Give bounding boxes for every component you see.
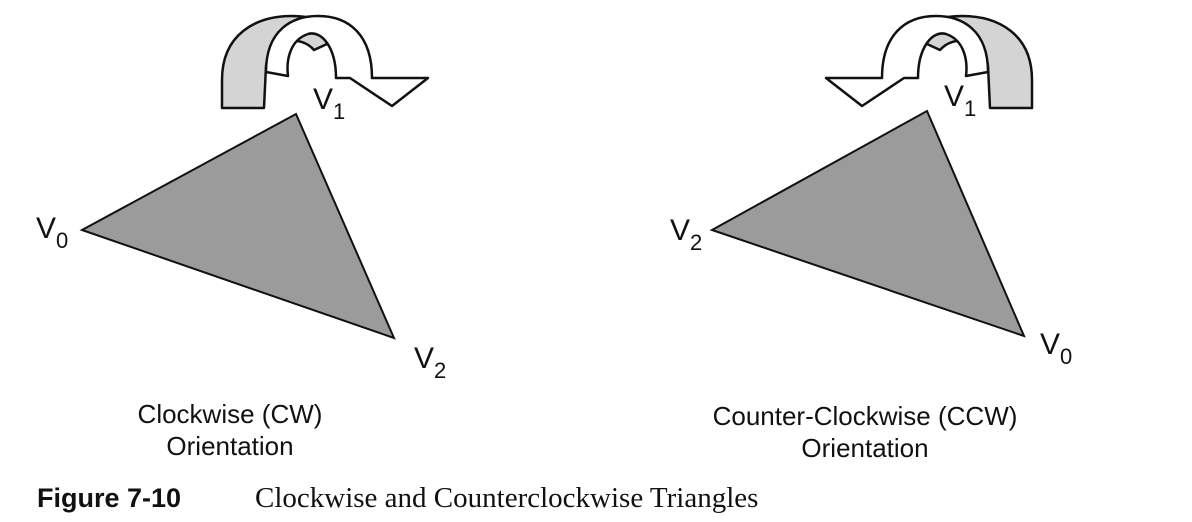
figure-caption: Figure 7-10 Clockwise and Counterclockwi… bbox=[37, 482, 758, 518]
cw-caption-line1: Clockwise (CW) bbox=[137, 399, 323, 429]
cw-v0-label: V0 bbox=[36, 212, 68, 253]
figure-title: Clockwise and Counterclockwise Triangles bbox=[255, 482, 759, 514]
cw-caption: Clockwise (CW) Orientation bbox=[60, 398, 400, 462]
cw-rotation-arrow bbox=[220, 14, 430, 110]
ccw-caption-line1: Counter-Clockwise (CCW) bbox=[712, 401, 1018, 431]
cw-arrow-front bbox=[264, 14, 430, 108]
cw-v1-label: V1 bbox=[313, 83, 345, 124]
cw-triangle bbox=[79, 112, 396, 340]
ccw-caption-line2: Orientation bbox=[801, 433, 929, 463]
ccw-v1-label: V1 bbox=[944, 80, 976, 121]
ccw-caption: Counter-Clockwise (CCW) Orientation bbox=[645, 400, 1085, 464]
ccw-arrow-front bbox=[824, 14, 990, 108]
ccw-v0-label: V0 bbox=[1040, 328, 1072, 369]
ccw-panel: V2 V1 V0 bbox=[670, 14, 1072, 369]
ccw-triangle bbox=[709, 109, 1026, 338]
figure-number: Figure 7-10 bbox=[37, 483, 182, 513]
cw-v2-label: V2 bbox=[414, 342, 446, 383]
ccw-rotation-arrow bbox=[824, 14, 1034, 110]
cw-panel: V0 V1 V2 bbox=[36, 14, 446, 383]
ccw-v2-label: V2 bbox=[670, 214, 702, 255]
cw-caption-line2: Orientation bbox=[166, 431, 294, 461]
